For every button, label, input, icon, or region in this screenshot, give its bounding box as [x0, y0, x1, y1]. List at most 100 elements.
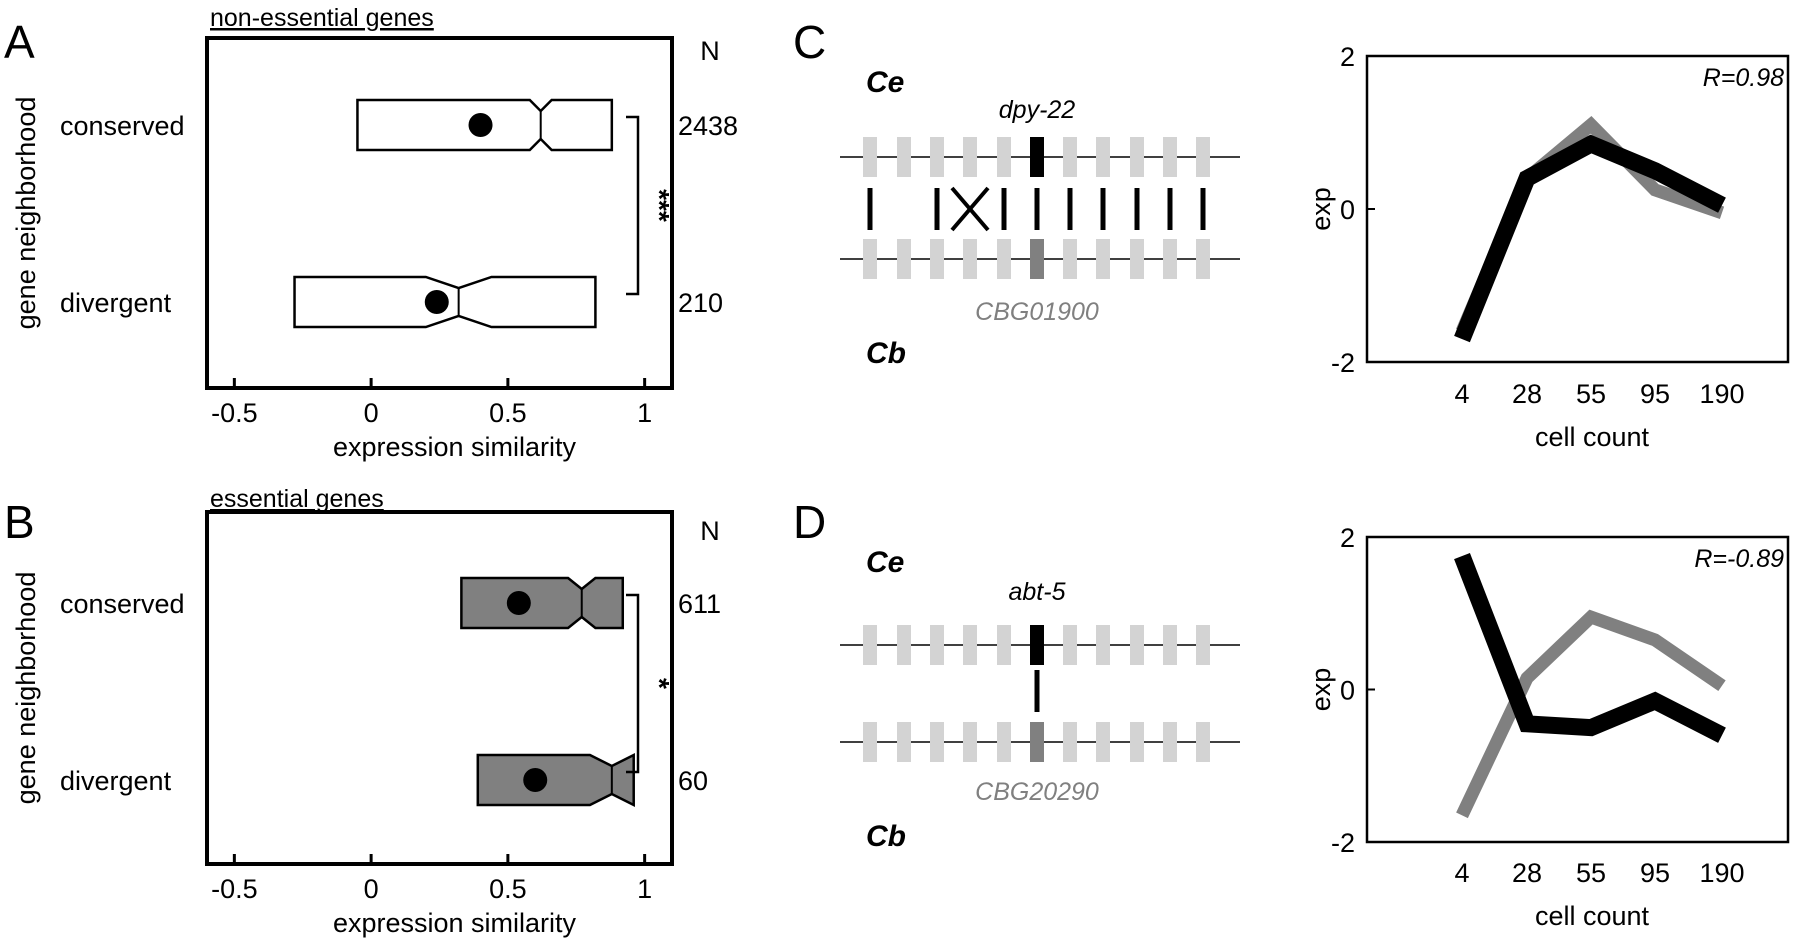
gene-block — [1130, 239, 1144, 279]
mean-point — [424, 290, 449, 314]
x-axis-label: cell count — [1535, 901, 1650, 931]
gene-block — [997, 137, 1011, 177]
x-tick-label: 1 — [637, 398, 652, 428]
mean-point — [506, 591, 531, 615]
significance-bracket — [626, 115, 640, 296]
crossed-link — [950, 186, 990, 232]
x-tick-label: 1 — [637, 874, 652, 904]
panel-label: D — [793, 496, 826, 548]
gene-block — [863, 137, 877, 177]
x-tick-label: 28 — [1512, 379, 1542, 409]
gene-block — [930, 239, 944, 279]
x-tick-label: 0 — [364, 874, 379, 904]
gene-block — [863, 625, 877, 665]
gene-block — [1063, 722, 1077, 762]
x-tick-label: 4 — [1454, 379, 1469, 409]
mean-point — [468, 113, 493, 137]
gene-block — [1096, 239, 1110, 279]
gene-block — [1130, 625, 1144, 665]
gene-block — [963, 239, 977, 279]
gene-block — [1030, 722, 1044, 762]
x-tick-label: 190 — [1699, 379, 1744, 409]
plot-frame — [1365, 535, 1790, 844]
panel-label: A — [4, 16, 35, 68]
gene-block — [1196, 137, 1210, 177]
gene-block — [1030, 239, 1044, 279]
y-axis-label: exp — [1306, 668, 1336, 712]
gene-block — [1163, 137, 1177, 177]
series-line-gray — [1456, 609, 1726, 819]
category-label: divergent — [60, 766, 172, 796]
species-label-bottom: Cb — [866, 820, 906, 853]
gene-block — [1196, 625, 1210, 665]
x-tick-label: 55 — [1576, 379, 1606, 409]
significance-stars: * — [644, 678, 675, 689]
series-line-black — [1454, 134, 1726, 343]
gene-block — [1163, 722, 1177, 762]
gene-block — [1130, 137, 1144, 177]
x-tick-label: 0 — [364, 398, 379, 428]
y-tick-label: 0 — [1340, 676, 1355, 706]
gene-block — [963, 137, 977, 177]
notched-box — [476, 752, 635, 808]
gene-block — [1196, 239, 1210, 279]
x-tick-label: 190 — [1699, 858, 1744, 888]
gene-block — [1163, 239, 1177, 279]
y-tick-label: 0 — [1340, 195, 1355, 225]
significance-stars: *** — [644, 189, 675, 222]
focal-gene-label: abt-5 — [1009, 578, 1066, 606]
y-axis-label: gene neighborhood — [11, 572, 41, 805]
gene-block — [863, 239, 877, 279]
ortholog-gene-label: CBG20290 — [975, 778, 1099, 806]
panel-label: C — [793, 16, 826, 68]
correlation-annotation: R=0.98 — [1703, 64, 1784, 92]
gene-block — [997, 625, 1011, 665]
gene-block — [863, 722, 877, 762]
series-line-black — [1454, 552, 1726, 743]
gene-block — [930, 137, 944, 177]
panel-label: B — [4, 496, 35, 548]
ortholog-gene-label: CBG01900 — [975, 298, 1099, 326]
category-label: divergent — [60, 288, 172, 318]
gene-block — [897, 137, 911, 177]
x-tick-label: 4 — [1454, 858, 1469, 888]
y-axis-label: gene neighborhood — [11, 97, 41, 330]
x-tick-label: -0.5 — [211, 398, 258, 428]
n-count: 611 — [678, 589, 721, 619]
gene-block — [1063, 137, 1077, 177]
gene-block — [1196, 722, 1210, 762]
plot-frame — [205, 510, 674, 866]
panel-title: non-essential genes — [210, 4, 434, 32]
n-count: 210 — [678, 288, 723, 318]
gene-block — [1063, 625, 1077, 665]
gene-block — [1096, 722, 1110, 762]
category-label: conserved — [60, 111, 185, 141]
species-label-top: Ce — [866, 66, 904, 99]
n-count: 2438 — [678, 111, 738, 141]
species-label-top: Ce — [866, 546, 904, 579]
x-axis-label: cell count — [1535, 422, 1650, 452]
gene-block — [963, 625, 977, 665]
n-header: N — [700, 36, 720, 66]
gene-block — [1096, 137, 1110, 177]
n-header: N — [700, 516, 720, 546]
x-tick-label: 28 — [1512, 858, 1542, 888]
y-tick-label: 2 — [1340, 523, 1355, 553]
x-tick-label: 95 — [1640, 379, 1670, 409]
gene-block — [897, 722, 911, 762]
x-tick-label: 55 — [1576, 858, 1606, 888]
x-tick-label: 0.5 — [489, 874, 527, 904]
category-label: conserved — [60, 589, 185, 619]
y-tick-label: -2 — [1331, 828, 1355, 858]
correlation-annotation: R=-0.89 — [1694, 545, 1784, 573]
x-axis-label: expression similarity — [333, 908, 577, 938]
significance-bracket — [626, 593, 640, 774]
gene-block — [997, 239, 1011, 279]
